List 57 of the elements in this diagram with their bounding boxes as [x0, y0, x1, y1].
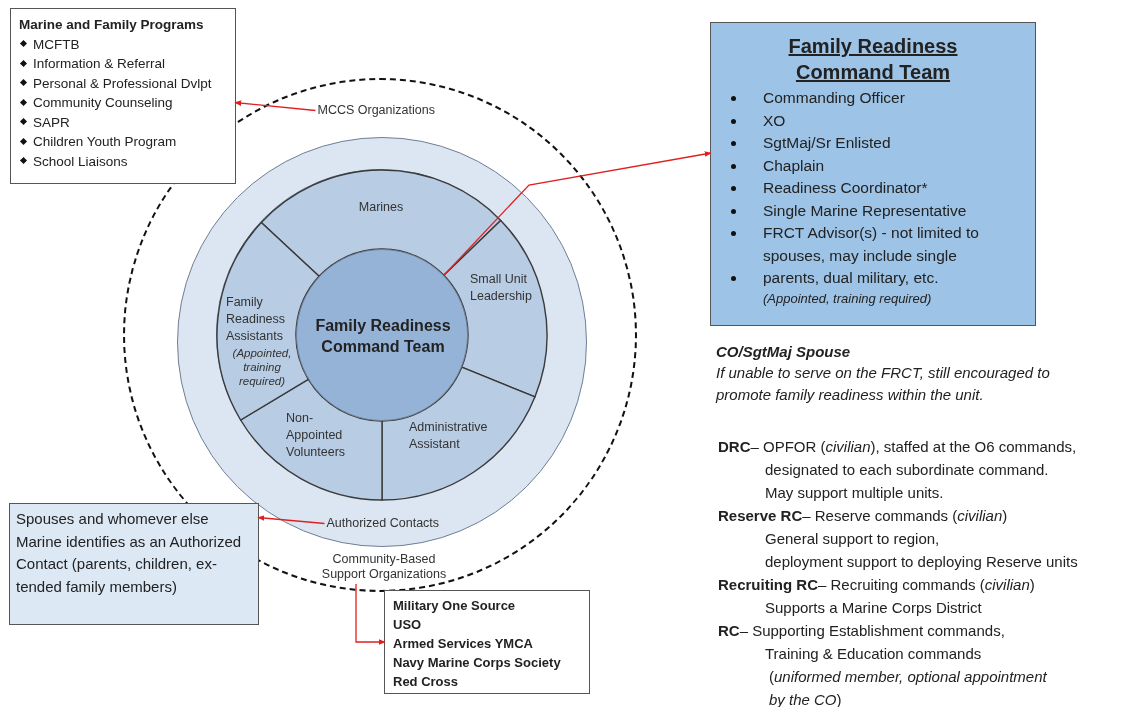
note-text: Spouses and whomever else Marine identifies as an Authorized Contact (parents, children, ex-tended family members) — [16, 509, 243, 597]
list-item: MCFTB — [33, 35, 80, 54]
list-item: SgtMaj/Sr Enlisted — [763, 133, 891, 153]
ring-segment — [239, 378, 383, 501]
center-title: Family Readiness Command Team — [314, 316, 452, 357]
list-item: Chaplain — [763, 155, 825, 176]
definition-text: RC– Supporting Establishment commands, — [718, 621, 1005, 641]
middle-ring — [216, 169, 546, 499]
box-heading: Family Readiness Command Team — [787, 34, 959, 85]
arrow — [443, 151, 712, 276]
segment-label: Marines — [357, 199, 405, 216]
note-heading: CO/SgtMaj Spouse — [716, 342, 851, 362]
list-item: SAPR — [33, 113, 70, 132]
team-info-box — [710, 22, 1036, 326]
list-item: Information & Referral — [33, 55, 166, 73]
note-box — [9, 503, 259, 625]
ring-segment — [381, 366, 536, 501]
definition-text: deployment support to deploying Reserve units — [765, 552, 1078, 572]
box-heading: Marine and Family Programs — [19, 16, 205, 34]
ring-label: MCCS Organizations — [317, 103, 435, 118]
list-item: Military One Source — [393, 597, 516, 615]
segment-label: Small Unit Leadership — [470, 271, 533, 305]
definition-text: Reserve RC– Reserve commands (civilian) — [718, 506, 1008, 526]
arrow — [234, 100, 317, 112]
definition-text: designated to each subordinate command. — [765, 460, 1049, 480]
arrow — [355, 583, 386, 645]
segment-label: Family Readiness Assistants — [226, 294, 287, 345]
list-item: Single Marine Representative — [763, 200, 967, 221]
program-list-box — [10, 8, 236, 184]
list-item: Personal & Professional Dvlpt — [33, 74, 212, 93]
note-text: (Appointed, training required) — [231, 346, 293, 388]
list-item: Children Youth Program — [33, 133, 177, 151]
segment-label: Non-Appointed Volunteers — [286, 410, 347, 461]
list-item: Red Cross — [393, 673, 459, 691]
list-item: USO — [393, 616, 422, 634]
organization-list-box — [384, 590, 590, 694]
note-text: If unable to serve on the FRCT, still encouraged to promote family readiness within the unit. — [716, 363, 1051, 405]
definition-text: General support to region, — [765, 529, 940, 549]
list-item: Community Counseling — [33, 94, 173, 112]
definition-text: Training & Education commands — [765, 644, 982, 664]
list-item: parents, dual military, etc. — [763, 268, 939, 288]
arrow — [257, 515, 326, 525]
definition-text: Supports a Marine Corps District — [765, 598, 982, 618]
note-text: (Appointed, training required) — [763, 289, 932, 307]
ring-label: Authorized Contacts — [326, 516, 440, 531]
ring-label: Community-Based Support Organizations — [314, 552, 454, 582]
list-item: Commanding Officer — [763, 88, 905, 108]
list-item: Readiness Coordinator* — [763, 178, 928, 198]
list-item: XO — [763, 110, 786, 131]
definition-text: May support multiple units. — [765, 483, 944, 503]
definition-text: Recruiting RC– Recruiting commands (civilian) — [718, 575, 1035, 595]
definition-text: (uniformed member, optional appointment — [769, 667, 1047, 687]
list-item: Navy Marine Corps Society — [393, 654, 561, 672]
list-item: Armed Services YMCA — [393, 635, 533, 653]
definition-text: DRC– OPFOR (civilian), staffed at the O6 commands, — [718, 437, 1077, 457]
segment-label: Administrative Assistant — [409, 419, 489, 453]
list-item: School Liaisons — [33, 152, 128, 171]
